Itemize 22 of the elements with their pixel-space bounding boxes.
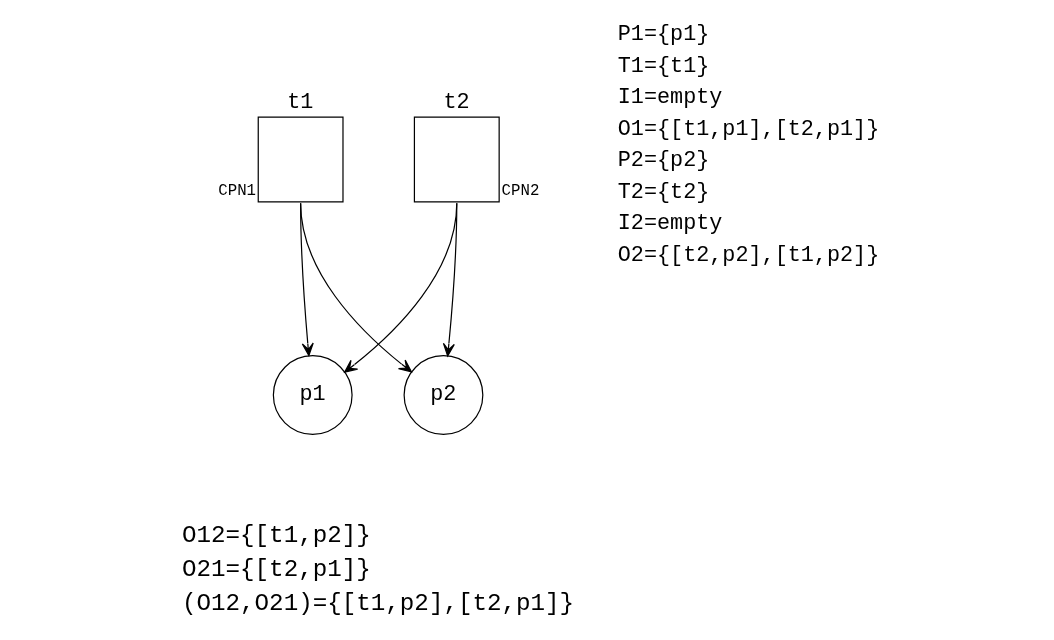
label: I2=empty [617,211,723,237]
label: (O12,O21)={[t1,p2],[t2,p1]} [181,589,575,617]
label: O12={[t1,p2]} [181,522,371,550]
arrow [300,202,412,373]
label: I1=empty [617,85,723,111]
label: O21={[t2,p1]} [181,556,371,584]
node-label: CPN2 [501,182,540,201]
node-label: CPN1 [218,182,257,201]
node-box [257,116,344,203]
node-circle: p1 [272,355,353,435]
node-circle: p2 [403,355,484,435]
node-box [413,116,500,203]
label: T2={t2} [617,179,710,205]
label: O2={[t2,p2],[t1,p2]} [617,242,880,268]
arrow [442,202,458,357]
label: P2={p2} [617,148,710,174]
node-label: t1 [287,90,314,116]
label: O1={[t1,p1],[t2,p1]} [617,116,880,142]
label: T1={t1} [617,53,710,79]
node-label: t2 [443,90,470,116]
label: P1={p1} [617,22,710,48]
arrow [344,202,458,373]
